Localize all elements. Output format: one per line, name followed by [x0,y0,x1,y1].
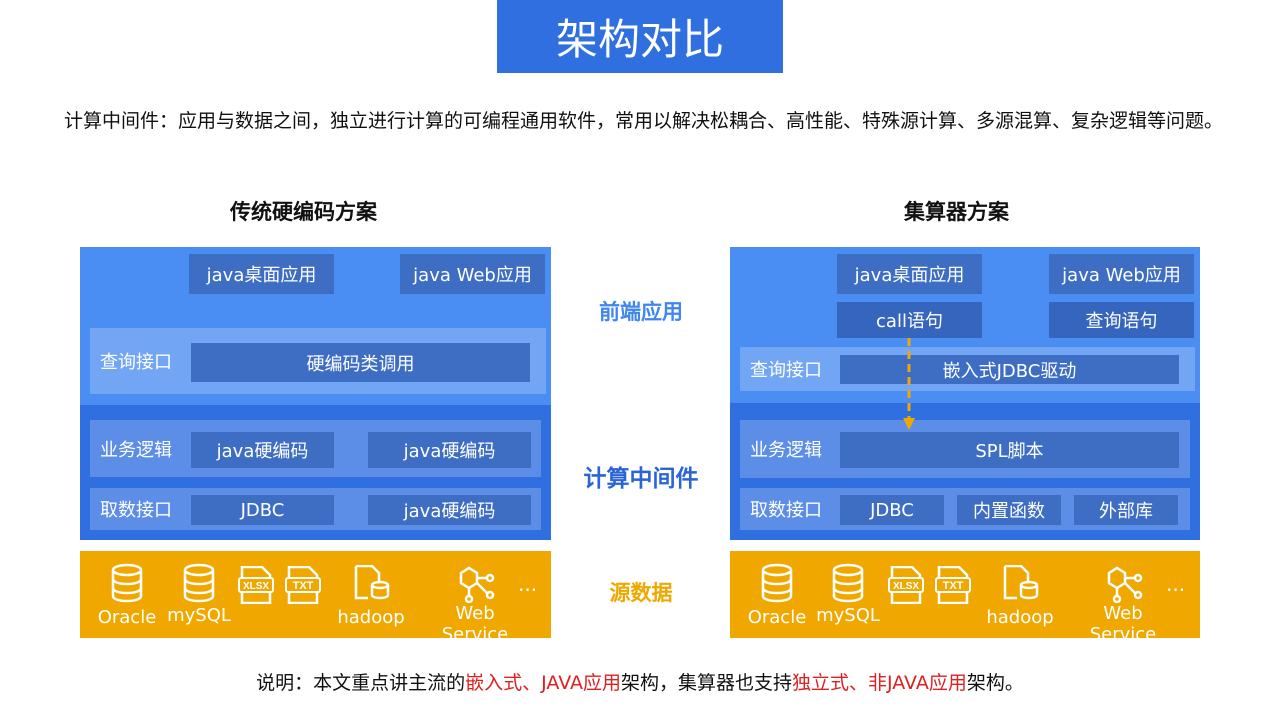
left-biz-label: 业务逻辑 [100,439,172,461]
left-xlsx-icon: XLSX [238,565,274,608]
note-part-1: 说明：本文重点讲主流的 [256,672,466,694]
left-more-ellipsis: ... [518,572,538,596]
right-source-panel [730,551,1200,638]
note-highlight-2: 独立式、非JAVA应用 [792,672,967,694]
txt-text: TXT [293,580,314,592]
right-embedded-jdbc-box: 嵌入式JDBC驱动 [840,355,1179,384]
right-fetch-box-1: JDBC [840,495,944,525]
left-fetch-label: 取数接口 [100,500,172,521]
webservice-label: Web Service [1089,603,1157,645]
left-fetch-box-1: JDBC [191,495,334,525]
xlsx-text: XLSX [893,581,919,592]
left-fetch-box-2: java硬编码 [368,495,531,525]
right-mysql-item: mySQL [814,563,882,626]
file-database-icon [1003,565,1039,600]
left-biz-box-2: java硬编码 [368,432,531,468]
txt-text: TXT [943,580,964,592]
right-oracle-item: Oracle [745,563,809,628]
oracle-label: Oracle [97,607,157,628]
right-hadoop-item: hadoop [985,565,1055,628]
right-java-desktop-app: java桌面应用 [837,254,982,294]
left-biz-box-1: java硬编码 [191,432,334,468]
database-icon [111,563,143,603]
left-java-web-app: java Web应用 [400,254,545,294]
right-txt-icon: TXT [935,565,971,608]
database-icon [761,563,793,603]
network-icon [459,566,495,603]
middleware-label: 计算中间件 [583,466,699,492]
frontend-label: 前端应用 [599,300,683,324]
right-fetch-box-3: 外部库 [1074,495,1178,525]
left-java-desktop-app: java桌面应用 [189,254,334,294]
left-column-title: 传统硬编码方案 [230,200,377,224]
left-query-label: 查询接口 [100,352,172,373]
intro-text: 计算中间件：应用与数据之间，独立进行计算的可编程通用软件，常用以解决松耦合、高性… [64,110,1224,132]
left-txt-icon: TXT [285,565,321,608]
note-part-3: 架构。 [966,672,1024,694]
left-hadoop-item: hadoop [336,565,406,628]
source-label: 源数据 [609,581,673,605]
file-database-icon [354,565,390,600]
database-icon [183,563,215,603]
right-query-statement: 查询语句 [1049,302,1194,338]
left-webservice-item: Web Service [420,563,530,645]
right-java-web-app: java Web应用 [1049,254,1194,294]
hadoop-label: hadoop [337,607,405,628]
right-more-ellipsis: ... [1166,572,1186,596]
footnote: 说明：本文重点讲主流的嵌入式、JAVA应用架构，集算器也支持独立式、非JAVA应… [0,668,1280,695]
hadoop-label: hadoop [986,607,1054,628]
left-oracle-item: Oracle [95,563,159,628]
call-flow-arrow [903,338,915,430]
mysql-label: mySQL [816,605,880,626]
database-icon [832,563,864,603]
network-icon [1107,566,1143,603]
right-query-label: 查询接口 [750,360,822,381]
left-mysql-item: mySQL [165,563,233,626]
left-hardcode-call-box: 硬编码类调用 [191,343,530,382]
page-title: 架构对比 [497,0,783,73]
right-webservice-item: Web Service [1068,563,1178,645]
oracle-label: Oracle [747,607,807,628]
right-column-title: 集算器方案 [904,200,1009,224]
right-spl-script-box: SPL脚本 [840,432,1179,468]
note-part-2: 架构，集算器也支持 [620,672,792,694]
right-biz-label: 业务逻辑 [750,440,822,461]
webservice-label: Web Service [441,603,509,645]
right-call-statement: call语句 [837,302,982,338]
mysql-label: mySQL [167,605,231,626]
right-fetch-label: 取数接口 [750,500,822,521]
right-xlsx-icon: XLSX [888,565,924,608]
left-source-panel [80,551,551,638]
xlsx-text: XLSX [243,581,269,592]
note-highlight-1: 嵌入式、JAVA应用 [465,672,621,694]
right-fetch-box-2: 内置函数 [957,495,1061,525]
